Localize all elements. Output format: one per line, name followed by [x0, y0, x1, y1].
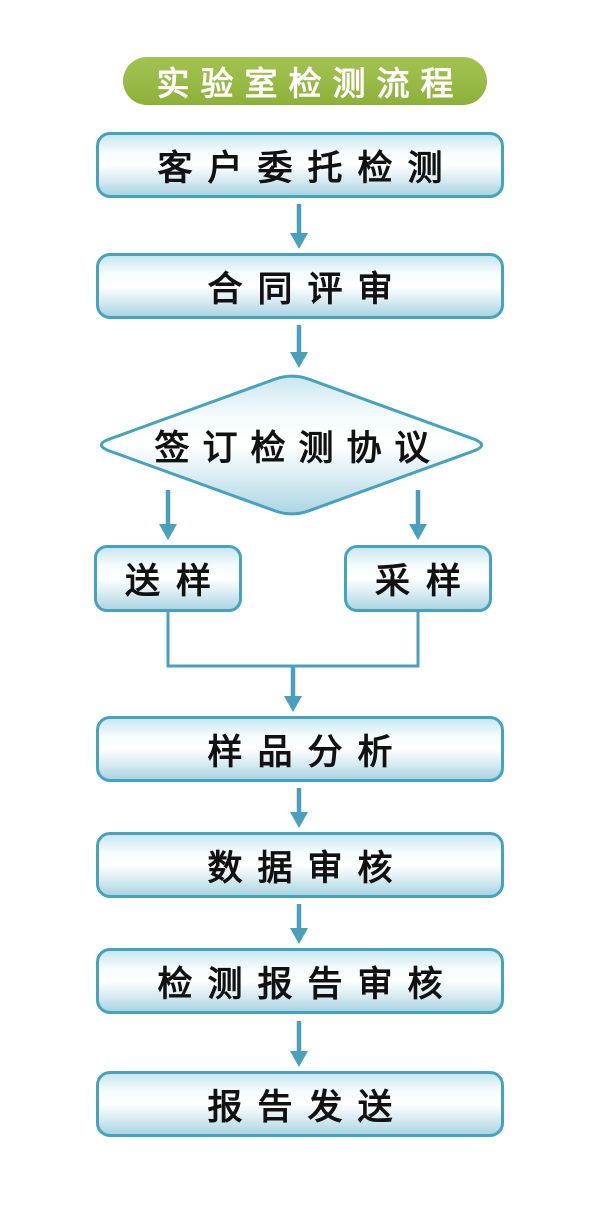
node-label: 签订检测协议: [154, 428, 443, 468]
node-label: 送样: [124, 562, 227, 601]
node-label: 数据审核: [207, 848, 408, 888]
node-report-review: 检测报告审核: [96, 948, 504, 1014]
node-report-delivery: 报告发送: [96, 1071, 504, 1137]
node-label: 检测报告审核: [157, 964, 458, 1004]
node-collect-sample: 采样: [344, 545, 492, 612]
node-data-review: 数据审核: [96, 832, 504, 898]
node-send-sample: 送样: [94, 545, 242, 612]
node-sample-analysis: 样品分析: [96, 716, 504, 782]
decision-diamond-shape: [99, 374, 484, 516]
node-label: 样品分析: [207, 732, 408, 772]
node-customer-request: 客户委托检测: [96, 132, 504, 198]
node-label: 采样: [374, 562, 477, 601]
node-label: 客户委托检测: [157, 148, 458, 188]
node-label: 合同评审: [207, 269, 408, 309]
node-sign-agreement: 签订检测协议: [93, 373, 491, 517]
merge-connector: [166, 612, 420, 668]
title-banner: 实验室检测流程: [123, 57, 487, 105]
node-contract-review: 合同评审: [96, 253, 504, 319]
node-label: 报告发送: [207, 1087, 408, 1127]
title-text: 实验室检测流程: [156, 65, 465, 102]
